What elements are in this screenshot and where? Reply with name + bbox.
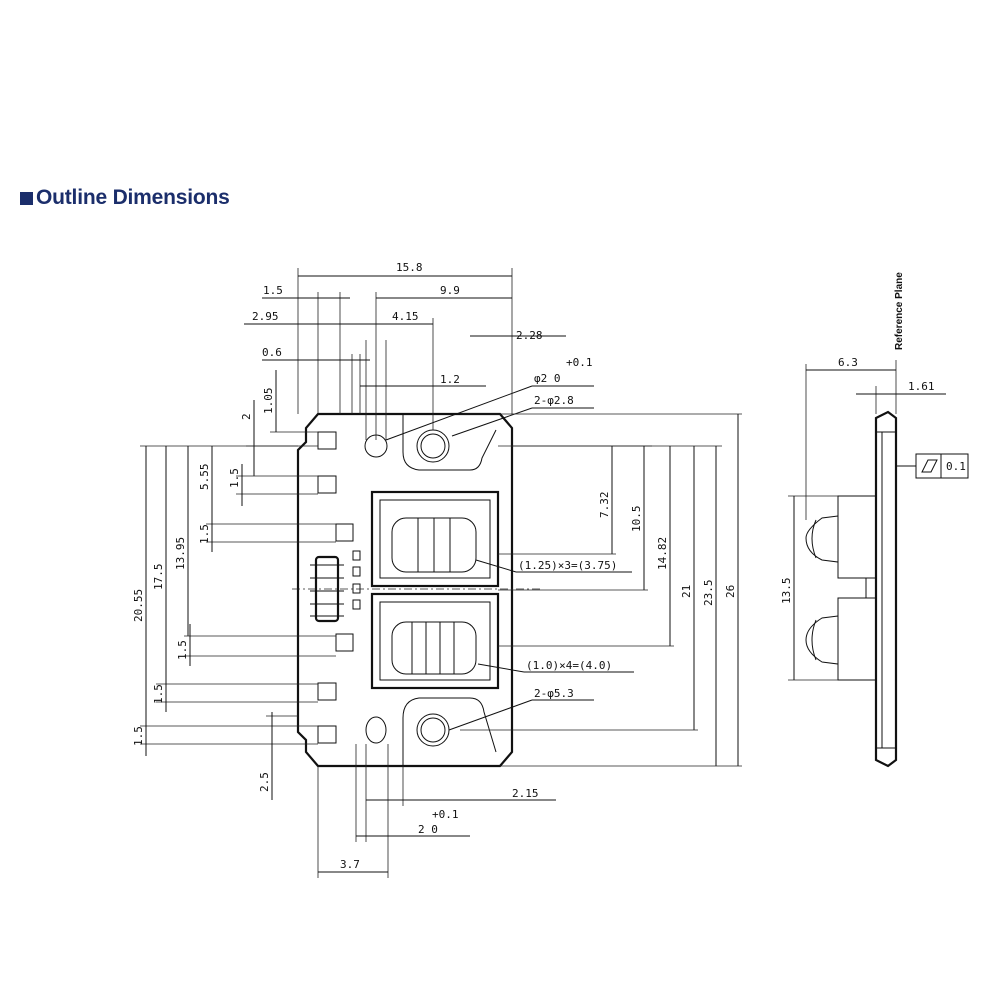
dim-2-5: 2.5 <box>258 772 271 792</box>
right-dimensions: 7.32 10.5 14.82 21 23.5 26 (1.25)×3=(3.7… <box>448 413 742 767</box>
section-heading: Outline Dimensions <box>20 186 230 210</box>
pad-5 <box>317 682 337 701</box>
dim-26: 26 <box>724 585 737 598</box>
dim-21: 21 <box>680 585 693 598</box>
dim-1-5-top: 1.5 <box>263 284 283 297</box>
dim-pitch-2: (1.0)×4=(4.0) <box>526 659 612 672</box>
pad-4 <box>335 633 354 652</box>
smd-a <box>352 550 361 561</box>
smd-b <box>352 566 361 577</box>
side-view: 6.3 1.61 13.5 0.1 Reference Plane <box>780 272 969 768</box>
dim-pitch-1: (1.25)×3=(3.75) <box>518 559 617 572</box>
top-mount-pad <box>402 414 497 471</box>
dim-phi2: φ2 0 <box>534 372 561 385</box>
dim-15-8: 15.8 <box>396 261 423 274</box>
dim-2-28: 2.28 <box>516 329 543 342</box>
pad-2 <box>317 475 337 494</box>
lower-led-frame <box>370 592 500 690</box>
upper-led-frame <box>370 490 500 588</box>
side-upper-housing <box>837 495 877 579</box>
side-upper-lens <box>805 515 839 563</box>
side-lower-housing <box>837 597 877 681</box>
bottom-mount-hole <box>416 713 450 747</box>
dim-0-6: 0.6 <box>262 346 282 359</box>
dim-1-61: 1.61 <box>908 380 935 393</box>
top-mount-hole-inner <box>420 433 446 459</box>
board-outline <box>296 412 514 768</box>
dim-14-82: 14.82 <box>656 537 669 570</box>
side-spacer <box>865 577 877 599</box>
bottom-mount-pad <box>402 697 497 766</box>
dim-10-5: 10.5 <box>630 506 643 533</box>
dim-2-95: 2.95 <box>252 310 279 323</box>
bottom-mount-hole-inner <box>420 717 446 743</box>
dim-1-5-a: 1.5 <box>228 468 241 488</box>
heading-text: Outline Dimensions <box>36 186 230 209</box>
dim-13-95: 13.95 <box>174 537 187 570</box>
dim-7-32: 7.32 <box>598 492 611 519</box>
dim-5-55: 5.55 <box>198 464 211 491</box>
smd-c <box>352 583 361 594</box>
dim-2-0-tol: +0.1 <box>432 808 459 821</box>
top-dimensions: 15.8 1.5 9.9 2.95 4.15 2.28 0.6 1.2 +0.1… <box>244 261 594 441</box>
dim-13-5: 13.5 <box>780 578 793 605</box>
lower-led-lens <box>391 621 477 675</box>
reference-plane-label: Reference Plane <box>894 272 905 350</box>
dim-1-05: 1.05 <box>262 388 275 415</box>
dim-1-5-c: 1.5 <box>176 640 189 660</box>
dim-1-5-d: 1.5 <box>152 684 165 704</box>
smd-d <box>352 599 361 610</box>
pad-1 <box>317 431 337 450</box>
dim-2-phi2-8: 2-φ2.8 <box>534 394 574 407</box>
side-board <box>874 410 898 768</box>
flatness-value: 0.1 <box>946 460 966 473</box>
front-view <box>292 412 540 768</box>
heading-square-icon <box>20 191 33 205</box>
dim-20-55: 20.55 <box>132 589 145 622</box>
dim-2-0: 2 0 <box>418 823 438 836</box>
dim-1-5-e: 1.5 <box>132 726 145 746</box>
dim-1-5-b: 1.5 <box>198 524 211 544</box>
side-lower-lens <box>805 615 839 665</box>
dim-9-9: 9.9 <box>440 284 460 297</box>
top-mount-hole <box>416 429 450 463</box>
dim-17-5: 17.5 <box>152 564 165 591</box>
dim-phi2-tol: +0.1 <box>566 356 593 369</box>
dim-2: 2 <box>240 413 253 420</box>
dim-3-7: 3.7 <box>340 858 360 871</box>
dim-23-5: 23.5 <box>702 580 715 607</box>
pad-3 <box>335 523 354 542</box>
upper-led-window <box>379 499 491 579</box>
dim-6-3: 6.3 <box>838 356 858 369</box>
dim-2-phi5-3: 2-φ5.3 <box>534 687 574 700</box>
bottom-dimensions: 3.7 2 0 +0.1 2.15 <box>317 744 556 878</box>
lower-led-window <box>379 601 491 681</box>
dim-4-15: 4.15 <box>392 310 419 323</box>
left-dimensions: 1.05 2 1.5 5.55 1.5 13.95 1.5 17.5 1.5 2… <box>132 370 336 800</box>
pad-6 <box>317 725 337 744</box>
dim-2-15: 2.15 <box>512 787 539 800</box>
dim-1-2: 1.2 <box>440 373 460 386</box>
flatness-icon <box>921 459 938 473</box>
bottom-locating-hole <box>365 716 387 744</box>
